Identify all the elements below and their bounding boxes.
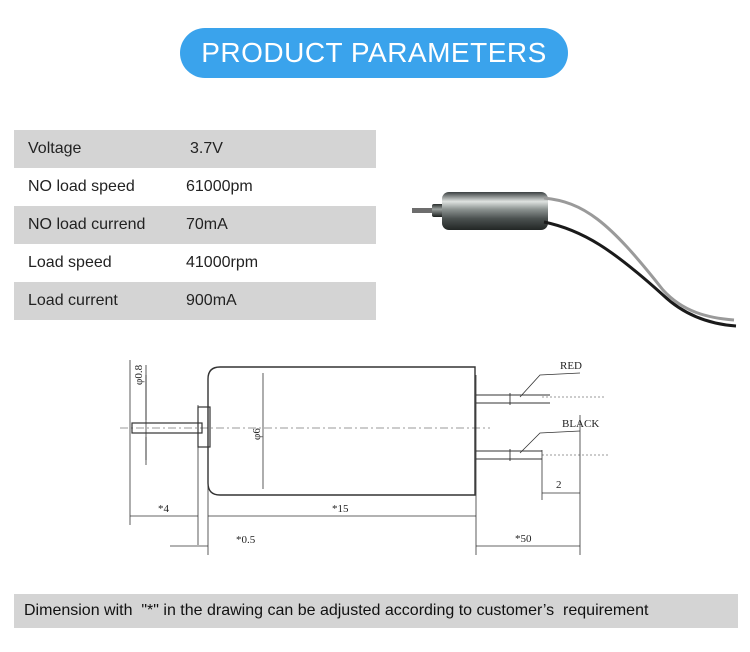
- page-title: PRODUCT PARAMETERS: [180, 28, 568, 78]
- param-row-no-load-speed: NO load speed 61000pm: [14, 168, 376, 206]
- param-name: NO load currend: [28, 216, 146, 233]
- drawing-body: [207, 366, 476, 496]
- label-shaft-diameter: φ0.8: [133, 364, 145, 385]
- param-value: 61000pm: [186, 178, 253, 195]
- label-strip-length: 2: [556, 479, 562, 491]
- param-row-load-current: Load current 900mA: [14, 282, 376, 320]
- motor-front-cap: [432, 204, 444, 217]
- label-wire-length: *50: [515, 533, 532, 545]
- label-black: BLACK: [562, 418, 599, 430]
- dimension-drawing: RED BLACK φ0.8 φ6 *4 *15 *0.5 *50 2: [120, 360, 610, 555]
- motor-body: [442, 192, 548, 230]
- label-body-diameter: φ6: [251, 428, 263, 440]
- param-name: Voltage: [28, 140, 82, 157]
- param-name: NO load speed: [28, 178, 135, 195]
- param-value: 900mA: [186, 292, 237, 309]
- motor-photo: [412, 192, 737, 328]
- label-flange: *0.5: [236, 534, 256, 546]
- wire-black: [543, 220, 737, 328]
- motor-shaft: [412, 208, 438, 213]
- param-name: Load current: [28, 292, 118, 309]
- param-name: Load speed: [28, 254, 112, 271]
- param-row-voltage: Voltage 3.7V: [14, 130, 376, 168]
- parameter-table: Voltage 3.7V NO load speed 61000pm NO lo…: [14, 130, 376, 320]
- param-row-no-load-current: NO load currend 70mA: [14, 206, 376, 244]
- param-value: 41000rpm: [186, 254, 259, 271]
- param-value: 70mA: [186, 216, 228, 233]
- footer-note: Dimension with "*" in the drawing can be…: [14, 594, 738, 628]
- wire-grey: [543, 196, 735, 322]
- label-shaft-length: *4: [158, 503, 170, 515]
- param-value: 3.7V: [190, 140, 223, 157]
- label-body-length: *15: [332, 503, 349, 515]
- param-row-load-speed: Load speed 41000rpm: [14, 244, 376, 282]
- label-red: RED: [560, 360, 582, 372]
